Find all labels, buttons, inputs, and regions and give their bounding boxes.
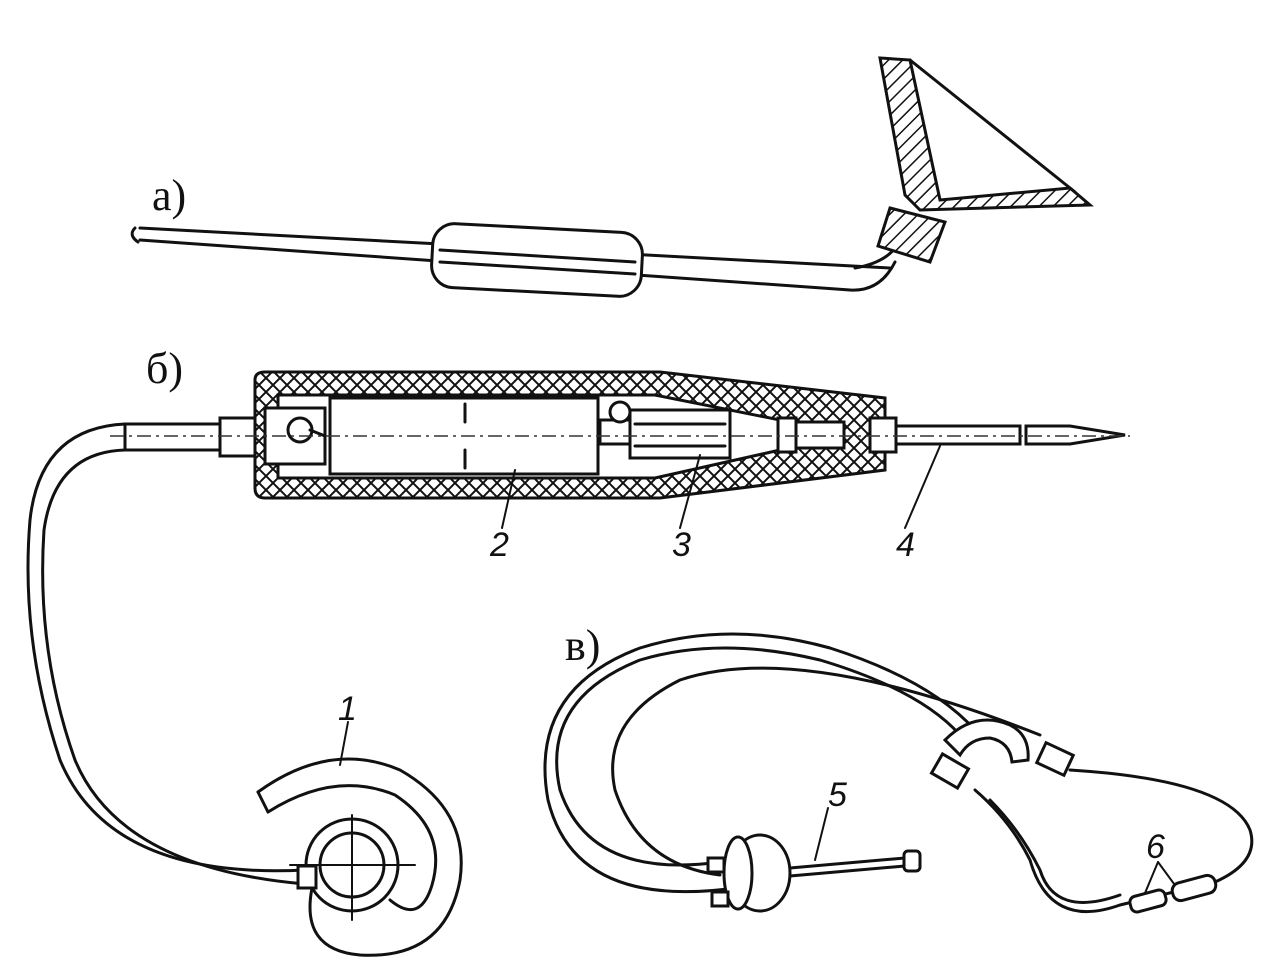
leader-2 [501, 469, 516, 529]
leader-4 [904, 445, 941, 529]
panel-label-c: в) [565, 621, 600, 670]
ear-piece [256, 757, 463, 957]
callout-6: 6 [1146, 828, 1165, 866]
panel-c-tubing-set [543, 632, 1254, 914]
leader-3 [679, 454, 701, 529]
panel-b-handpiece [26, 370, 1130, 886]
leader-5 [814, 807, 829, 861]
leader-1 [339, 721, 349, 766]
callout-3: 3 [672, 526, 691, 564]
panel-label-a: а) [152, 171, 186, 220]
panel-a-funnel-tube [130, 56, 1094, 298]
callout-5: 5 [828, 776, 847, 814]
callout-4: 4 [896, 526, 915, 564]
callout-2: 2 [489, 526, 509, 564]
panel-label-b: б) [146, 344, 183, 393]
callout-1: 1 [338, 690, 357, 728]
